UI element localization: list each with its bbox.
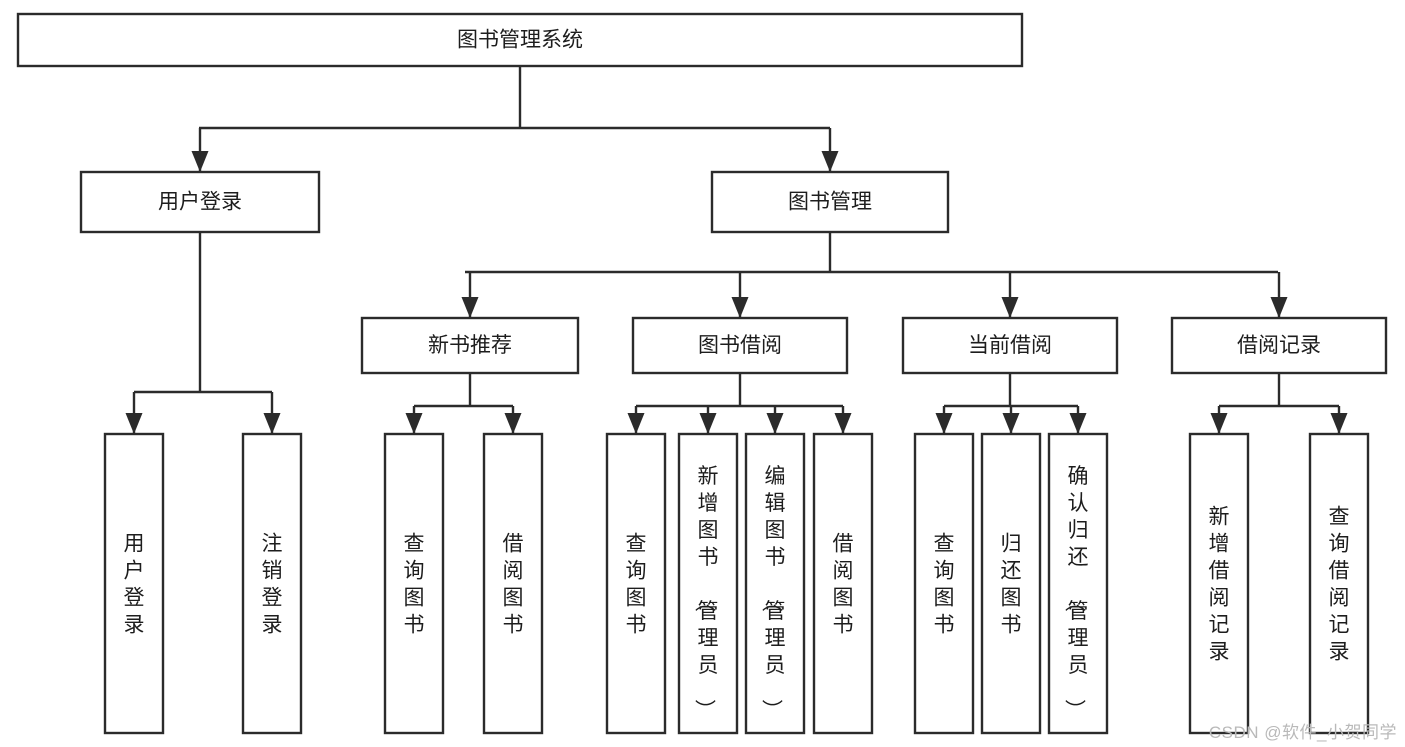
node-box-leaf-records-2[interactable] [1308, 432, 1370, 735]
node-current[interactable]: 当前借阅 [901, 316, 1119, 375]
arrow-head-icon-bookmgmt [821, 151, 839, 172]
node-box-leaf-borrow-2[interactable] [677, 432, 739, 735]
node-bookmgmt[interactable]: 图书管理 [710, 170, 950, 234]
arrow-head-icon-leaf-borrow-3 [766, 413, 784, 434]
node-label-borrow: 图书借阅 [698, 334, 782, 357]
arrow-head-icon-newbook [461, 297, 479, 318]
arrow-head-icon-leaf-current-1 [935, 413, 953, 434]
node-label-root: 图书管理系统 [457, 29, 583, 52]
node-box-leaf-current-1[interactable] [913, 432, 975, 735]
node-leaf-newbook-1[interactable]: 查询图书 [383, 432, 445, 735]
node-label-records: 借阅记录 [1237, 334, 1321, 357]
node-leaf-login-2[interactable]: 注销登录 [241, 432, 303, 735]
node-label-leaf-login-2: 注销登录 [262, 533, 283, 637]
node-leaf-login-1[interactable]: 用户登录 [103, 432, 165, 735]
node-label-leaf-borrow-2: 新增图书（管理员） [693, 465, 719, 720]
arrow-head-icon-leaf-records-2 [1330, 413, 1348, 434]
node-label-leaf-records-1: 新增借阅记录 [1209, 506, 1230, 664]
node-box-leaf-current-3[interactable] [1047, 432, 1109, 735]
node-label-leaf-current-2: 归还图书 [1001, 533, 1022, 637]
node-records[interactable]: 借阅记录 [1170, 316, 1388, 375]
connector-layer [125, 66, 1348, 434]
node-label-leaf-current-1: 查询图书 [934, 533, 955, 637]
node-box-bookmgmt[interactable] [710, 170, 950, 234]
node-box-leaf-current-2[interactable] [980, 432, 1042, 735]
node-box-leaf-newbook-1[interactable] [383, 432, 445, 735]
node-leaf-borrow-1[interactable]: 查询图书 [605, 432, 667, 735]
arrow-head-icon-records [1270, 297, 1288, 318]
node-label-leaf-newbook-1: 查询图书 [404, 533, 425, 637]
node-label-login: 用户登录 [158, 191, 242, 214]
node-label-bookmgmt: 图书管理 [788, 191, 872, 214]
node-box-newbook[interactable] [360, 316, 580, 375]
node-leaf-records-2[interactable]: 查询借阅记录 [1308, 432, 1370, 735]
node-leaf-borrow-3[interactable]: 编辑图书（管理员） [744, 432, 806, 735]
node-leaf-current-3[interactable]: 确认归还（管理员） [1047, 432, 1109, 735]
node-box-records[interactable] [1170, 316, 1388, 375]
node-box-login[interactable] [79, 170, 321, 234]
arrow-head-icon-leaf-login-1 [125, 413, 143, 434]
node-label-leaf-login-1: 用户登录 [124, 533, 145, 637]
node-box-leaf-borrow-4[interactable] [812, 432, 874, 735]
arrow-head-icon-current [1001, 297, 1019, 318]
node-box-leaf-login-1[interactable] [103, 432, 165, 735]
arrow-head-icon-leaf-borrow-4 [834, 413, 852, 434]
node-newbook[interactable]: 新书推荐 [360, 316, 580, 375]
node-label-leaf-records-2: 查询借阅记录 [1329, 506, 1350, 664]
node-label-current: 当前借阅 [968, 334, 1052, 357]
node-box-leaf-newbook-2[interactable] [482, 432, 544, 735]
node-box-current[interactable] [901, 316, 1119, 375]
arrow-head-icon-leaf-newbook-1 [405, 413, 423, 434]
arrow-head-icon-leaf-records-1 [1210, 413, 1228, 434]
node-borrow[interactable]: 图书借阅 [631, 316, 849, 375]
node-label-newbook: 新书推荐 [428, 334, 512, 357]
arrow-head-icon-login [191, 151, 209, 172]
arrow-head-icon-leaf-current-2 [1002, 413, 1020, 434]
node-leaf-newbook-2[interactable]: 借阅图书 [482, 432, 544, 735]
node-leaf-current-1[interactable]: 查询图书 [913, 432, 975, 735]
node-label-leaf-current-3: 确认归还（管理员） [1063, 465, 1089, 720]
node-leaf-current-2[interactable]: 归还图书 [980, 432, 1042, 735]
node-leaf-borrow-4[interactable]: 借阅图书 [812, 432, 874, 735]
arrow-head-icon-leaf-newbook-2 [504, 413, 522, 434]
node-label-leaf-borrow-3: 编辑图书（管理员） [760, 465, 786, 720]
arrow-head-icon-leaf-borrow-2 [699, 413, 717, 434]
node-login[interactable]: 用户登录 [79, 170, 321, 234]
node-layer: 图书管理系统用户登录图书管理新书推荐图书借阅当前借阅借阅记录用户登录注销登录查询… [16, 12, 1388, 735]
node-box-leaf-login-2[interactable] [241, 432, 303, 735]
arrow-head-icon-leaf-current-3 [1069, 413, 1087, 434]
arrow-head-icon-leaf-login-2 [263, 413, 281, 434]
node-label-leaf-borrow-4: 借阅图书 [833, 533, 854, 637]
node-leaf-borrow-2[interactable]: 新增图书（管理员） [677, 432, 739, 735]
arrow-head-icon-leaf-borrow-1 [627, 413, 645, 434]
node-root[interactable]: 图书管理系统 [16, 12, 1024, 68]
node-leaf-records-1[interactable]: 新增借阅记录 [1188, 432, 1250, 735]
node-box-borrow[interactable] [631, 316, 849, 375]
node-box-root[interactable] [16, 12, 1024, 68]
node-label-leaf-borrow-1: 查询图书 [626, 533, 647, 637]
arrow-head-icon-borrow [731, 297, 749, 318]
node-box-leaf-borrow-1[interactable] [605, 432, 667, 735]
csdn-watermark: CSDN @软件_小贺同学 [1208, 723, 1397, 742]
node-label-leaf-newbook-2: 借阅图书 [503, 533, 524, 637]
node-box-leaf-borrow-3[interactable] [744, 432, 806, 735]
node-box-leaf-records-1[interactable] [1188, 432, 1250, 735]
